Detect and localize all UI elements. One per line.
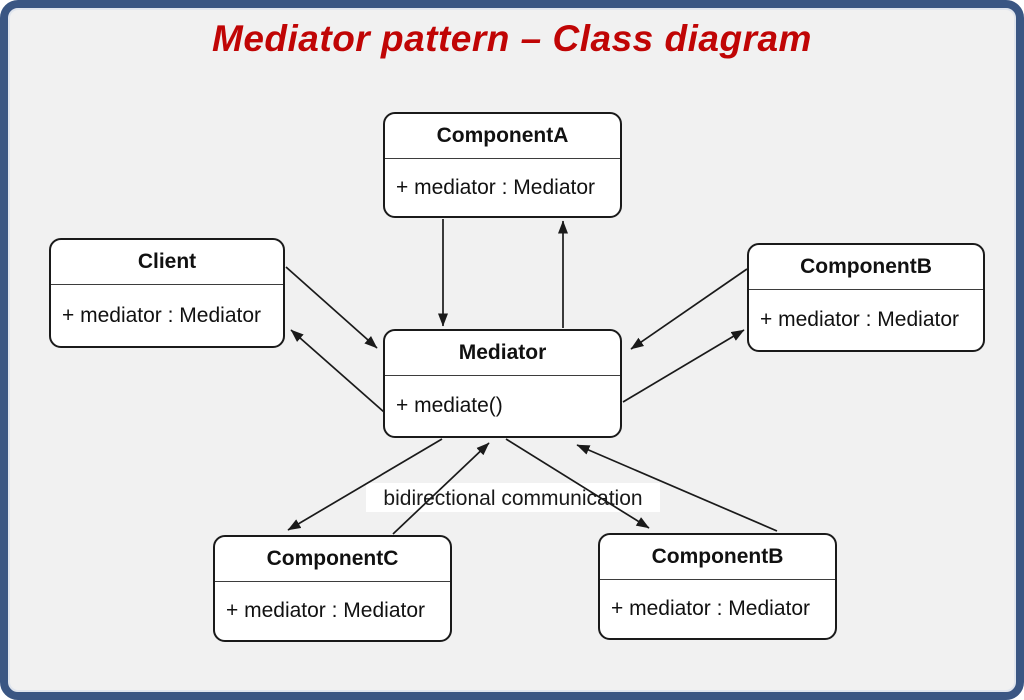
class-mediator: Mediator + mediate()	[383, 329, 622, 438]
class-name: ComponentC	[215, 537, 450, 582]
class-component-a: ComponentA + mediator : Mediator	[383, 112, 622, 218]
page-title: Mediator pattern – Class diagram	[212, 18, 812, 59]
class-component-b-bottom: ComponentB + mediator : Mediator	[598, 533, 837, 640]
arrow-mediator-to-componentb-right	[622, 329, 745, 403]
annotation-background	[366, 483, 660, 512]
class-component-b-right: ComponentB + mediator : Mediator	[747, 243, 985, 352]
class-attribute: + mediator : Mediator	[760, 308, 960, 331]
arrow-mediator-to-client	[290, 329, 385, 413]
class-name: ComponentB	[600, 535, 835, 580]
class-attribute: + mediator : Mediator	[396, 175, 596, 199]
arrow-client-to-mediator	[285, 266, 378, 349]
class-name: Mediator	[385, 331, 620, 376]
class-client: Client + mediator : Mediator	[49, 238, 285, 348]
class-component-c: ComponentC + mediator : Mediator	[213, 535, 452, 642]
class-attribute: + mediate()	[396, 394, 503, 417]
class-name: Client	[51, 240, 283, 285]
class-name: ComponentA	[385, 114, 620, 159]
arrow-mediator-to-componentb-bottom	[505, 438, 650, 529]
class-name: ComponentB	[749, 245, 983, 290]
class-attribute: + mediator : Mediator	[62, 303, 262, 327]
arrow-componentb-bottom-to-mediator	[576, 444, 778, 532]
arrow-mediator-to-componentc	[287, 438, 443, 531]
arrow-componentc-to-mediator	[392, 442, 490, 535]
arrow-componentb-right-to-mediator	[630, 268, 748, 350]
class-attribute: + mediator : Mediator	[611, 597, 811, 620]
class-attribute: + mediator : Mediator	[226, 599, 426, 622]
annotation-label: bidirectional communication	[383, 487, 642, 510]
